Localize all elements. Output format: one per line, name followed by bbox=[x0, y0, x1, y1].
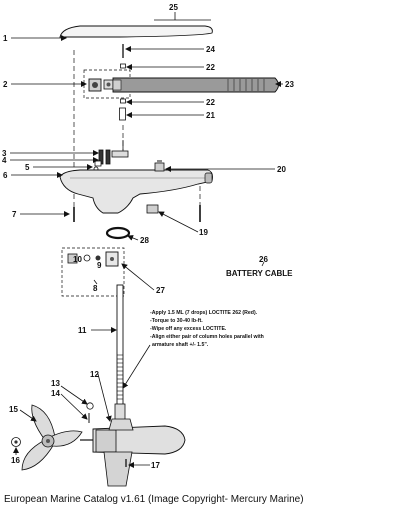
callout-8: 8 bbox=[93, 284, 98, 293]
propeller-15 bbox=[21, 404, 83, 471]
callout-3: 3 bbox=[2, 149, 7, 158]
part-19 bbox=[146, 204, 159, 214]
callout-19: 19 bbox=[199, 228, 208, 237]
note-line-1: -Apply 1.5 ML (7 drops) LOCTITE 262 (Red… bbox=[150, 310, 258, 316]
callout-11: 11 bbox=[78, 326, 87, 335]
handle-bracket bbox=[88, 78, 114, 92]
leader-lines bbox=[10, 12, 283, 468]
washer-22-top bbox=[120, 63, 126, 69]
collar-27 bbox=[67, 251, 119, 285]
callout-28: 28 bbox=[140, 236, 149, 245]
callout-4: 4 bbox=[2, 156, 7, 165]
note-line-2: -Torque to 30-40 lb-ft. bbox=[150, 318, 203, 324]
callout-13: 13 bbox=[51, 379, 60, 388]
callout-1: 1 bbox=[3, 34, 8, 43]
callout-9: 9 bbox=[97, 261, 102, 270]
collar-group bbox=[61, 247, 125, 297]
callout-labels: 1 2 3 4 5 6 7 8 9 10 11 12 13 14 15 16 1… bbox=[2, 3, 294, 470]
callout-5: 5 bbox=[25, 163, 30, 172]
assembly-notes: -Apply 1.5 ML (7 drops) LOCTITE 262 (Red… bbox=[150, 310, 264, 348]
tiller-handle bbox=[112, 77, 279, 93]
column-11 bbox=[114, 284, 126, 421]
o-ring-28 bbox=[105, 226, 131, 240]
note-line-4: -Align either pair of column holes paral… bbox=[150, 334, 264, 340]
callout-20: 20 bbox=[277, 165, 286, 174]
washer-22-bottom bbox=[120, 98, 126, 104]
callout-15: 15 bbox=[9, 405, 18, 414]
callout-23: 23 bbox=[285, 80, 294, 89]
callout-10: 10 bbox=[73, 255, 82, 264]
note-line-5: armature shaft +/- 1.5". bbox=[152, 342, 209, 348]
callout-14: 14 bbox=[51, 389, 60, 398]
lower-housing bbox=[59, 169, 213, 214]
part-20 bbox=[154, 160, 165, 172]
image-caption: European Marine Catalog v1.61 (Image Cop… bbox=[4, 494, 304, 505]
note-line-3: -Wipe off any excess LOCTITE. bbox=[150, 326, 227, 332]
lower-unit-17 bbox=[80, 418, 186, 487]
callout-22-top: 22 bbox=[206, 63, 215, 72]
top-cover bbox=[59, 25, 213, 38]
callout-2: 2 bbox=[3, 80, 8, 89]
callout-21: 21 bbox=[206, 111, 215, 120]
callout-7: 7 bbox=[12, 210, 17, 219]
callout-24: 24 bbox=[206, 45, 215, 54]
callout-26: 26 bbox=[259, 255, 268, 264]
callout-16: 16 bbox=[11, 456, 20, 465]
callout-27: 27 bbox=[156, 286, 165, 295]
callout-12: 12 bbox=[90, 370, 99, 379]
washer-13 bbox=[86, 402, 94, 410]
battery-cable-label: BATTERY CABLE bbox=[226, 269, 293, 278]
head-hardware bbox=[93, 140, 129, 172]
sleeve-21 bbox=[119, 107, 126, 121]
callout-17: 17 bbox=[151, 461, 160, 470]
callout-25: 25 bbox=[169, 3, 178, 12]
callout-6: 6 bbox=[3, 171, 8, 180]
callout-22-bottom: 22 bbox=[206, 98, 215, 107]
prop-nut-16 bbox=[11, 437, 21, 447]
